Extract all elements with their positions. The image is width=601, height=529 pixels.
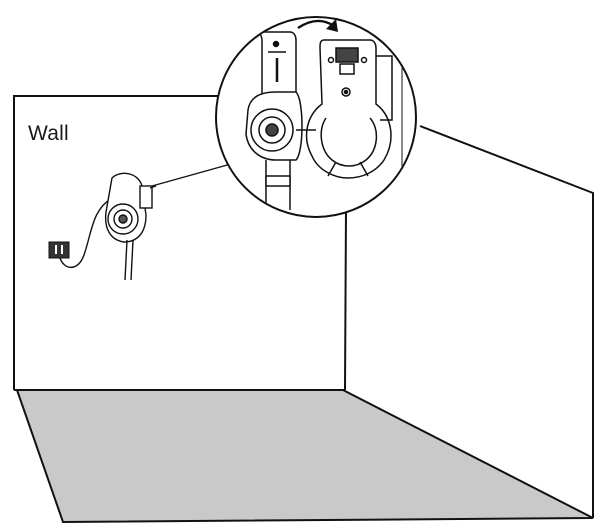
side-wall — [419, 125, 594, 518]
vacuum-on-wall — [104, 172, 157, 281]
detail-leader — [151, 161, 239, 187]
wall-corner — [344, 209, 347, 391]
floor — [15, 389, 594, 524]
wall-label: Wall — [28, 122, 69, 145]
wall-dock-detail — [305, 39, 392, 179]
curved-arrow-icon — [297, 19, 338, 32]
detail-magnifier — [215, 16, 417, 218]
back-wall — [13, 95, 222, 390]
power-cable — [59, 197, 113, 269]
power-plug-icon — [48, 241, 70, 259]
